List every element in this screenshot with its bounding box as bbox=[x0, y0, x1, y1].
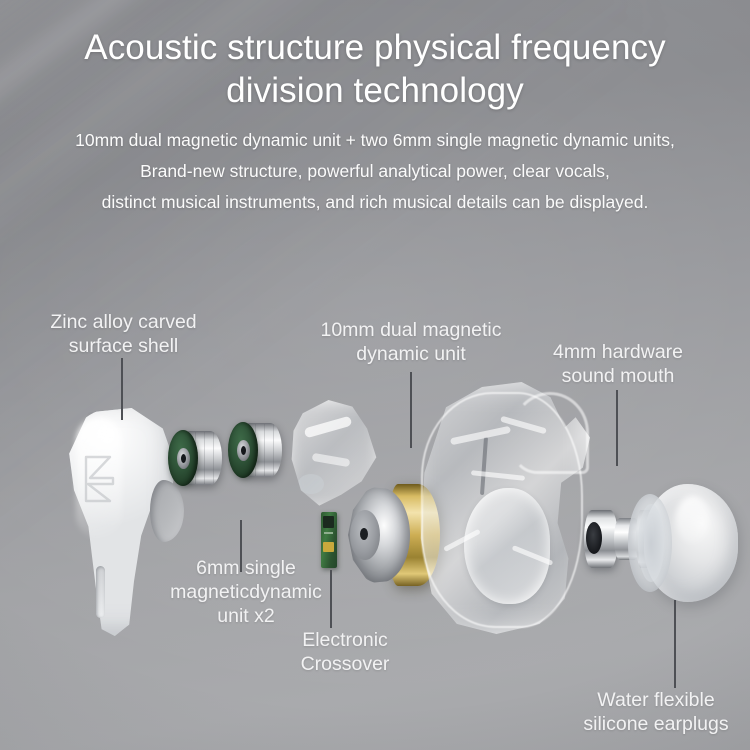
leader-line-zinc-shell bbox=[121, 358, 123, 420]
page-title-line-2: division technology bbox=[226, 71, 524, 110]
resin-shell-hook bbox=[510, 392, 589, 474]
hardware-sound-nozzle bbox=[584, 508, 662, 570]
resin-inner-cavity bbox=[464, 487, 551, 604]
callout-10mm-dual-driver: 10mm dual magnetic dynamic unit bbox=[320, 319, 502, 365]
six-mm-driver-unit-b bbox=[228, 422, 282, 478]
callout-silicone-eartips: Water flexible silicone earplugs bbox=[583, 689, 729, 735]
callout-electronic-crossover: Electronic Crossover bbox=[300, 629, 390, 675]
bracket-facet bbox=[298, 474, 324, 494]
callout-zinc-alloy-shell: Zinc alloy carved surface shell bbox=[50, 311, 197, 357]
shell-slot bbox=[96, 566, 105, 618]
silicone-eartip bbox=[628, 484, 738, 602]
nozzle-bore bbox=[586, 522, 602, 554]
eartip-highlight bbox=[676, 496, 710, 544]
leader-line-single-driver bbox=[240, 520, 242, 572]
callout-6mm-single-driver: 6mm single magneticdynamic unit x2 bbox=[170, 557, 322, 627]
eartip-inner-opening bbox=[638, 504, 664, 582]
pcb-chip bbox=[323, 516, 334, 528]
leader-line-sound-mouth bbox=[616, 390, 618, 466]
kz-logo-icon bbox=[84, 455, 115, 503]
leader-line-eartips bbox=[674, 600, 676, 688]
transparent-resin-shell bbox=[410, 382, 590, 634]
zinc-alloy-shell-part bbox=[62, 408, 184, 636]
callout-4mm-sound-mouth: 4mm hardware sound mouth bbox=[552, 341, 684, 387]
page-subtitle-line-3: distinct musical instruments, and rich m… bbox=[101, 192, 649, 212]
leader-line-crossover bbox=[330, 570, 332, 628]
driver-center-hole bbox=[360, 528, 368, 540]
leader-line-dual-driver bbox=[410, 372, 412, 448]
driver-center-hole bbox=[181, 454, 186, 463]
page-subtitle: 10mm dual magnetic dynamic unit + two 6m… bbox=[0, 125, 750, 218]
bracket-facet bbox=[311, 452, 351, 468]
shell-notch bbox=[150, 480, 184, 542]
pcb-trace bbox=[324, 532, 333, 534]
pcb-gold-pad bbox=[323, 542, 334, 552]
resin-shell-rim bbox=[420, 392, 584, 628]
electronic-crossover-pcb bbox=[321, 512, 337, 568]
page-title: Acoustic structure physical frequency di… bbox=[0, 26, 750, 112]
page-title-line-1: Acoustic structure physical frequency bbox=[84, 28, 666, 67]
page-subtitle-line-1: 10mm dual magnetic dynamic unit + two 6m… bbox=[75, 130, 675, 150]
page-subtitle-line-2: Brand-new structure, powerful analytical… bbox=[140, 161, 610, 181]
driver-center-hole bbox=[241, 446, 246, 455]
bracket-facet bbox=[303, 415, 353, 439]
six-mm-driver-unit-a bbox=[168, 430, 222, 486]
